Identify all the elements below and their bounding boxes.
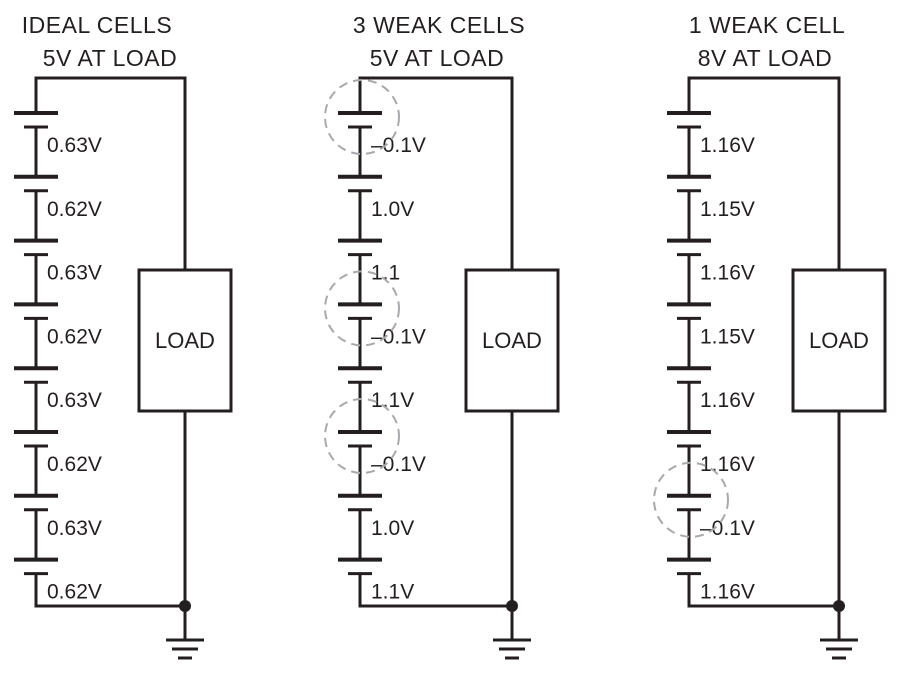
ground-symbol	[820, 606, 858, 660]
bottom-wire	[687, 573, 839, 608]
battery-cell: 1.15V	[667, 302, 755, 348]
battery-cell: 1.1V	[338, 366, 414, 412]
weak-cell-marker	[324, 270, 400, 347]
battery-cell: –0.1V	[324, 79, 426, 157]
battery-cell: 0.63V	[14, 111, 102, 157]
battery-cell: 0.62V	[14, 302, 102, 348]
panel-one-weak-cell: 1 WEAK CELL 8V AT LOAD 1.16V1.15V1.16V1.…	[653, 12, 887, 660]
cell-voltage-label: –0.1V	[700, 517, 755, 540]
cell-voltage-label: –0.1V	[371, 134, 426, 157]
weak-cell-marker	[324, 79, 400, 155]
load-label: LOAD	[482, 328, 542, 353]
battery-cell: 0.62V	[14, 430, 102, 476]
battery-cell: –0.1V	[324, 398, 426, 476]
battery-cell: 0.62V	[14, 174, 102, 221]
cell-voltage-label: 1.16V	[700, 389, 755, 412]
load-resistor-box	[791, 268, 887, 413]
battery-cell: 1.16V	[667, 366, 755, 412]
battery-cell: 1.0V	[338, 493, 414, 540]
cell-voltage-label: 1.15V	[700, 325, 755, 348]
load-label: LOAD	[809, 328, 869, 353]
panel-title-line2: 5V AT LOAD	[43, 45, 178, 71]
cell-voltage-label: –0.1V	[371, 325, 426, 348]
cell-voltage-label: 1.15V	[700, 198, 755, 221]
battery-cell: 1.1	[338, 238, 400, 285]
cell-voltage-label: 0.62V	[47, 581, 102, 604]
top-wire	[358, 76, 514, 270]
battery-cell: 1.1V	[338, 557, 414, 604]
battery-cell: 1.16V	[667, 111, 755, 157]
cell-voltage-label: 1.0V	[371, 198, 414, 221]
cell-voltage-label: 1.1	[371, 262, 400, 285]
panel-title-line2: 5V AT LOAD	[370, 45, 505, 71]
battery-cell: –0.1V	[324, 270, 426, 348]
battery-stack: –0.1V 1.0V 1.1 –0.1V 1.1V –0.1V 1.0V 1.1V	[324, 76, 531, 660]
battery-cell: 0.63V	[14, 238, 102, 285]
weak-cell-marker	[324, 398, 400, 474]
load-label: LOAD	[155, 328, 215, 353]
cell-voltage-label: 1.16V	[700, 581, 755, 604]
cell-voltage-label: 0.63V	[47, 134, 102, 157]
battery-cell: –0.1V	[653, 461, 755, 540]
load-resistor-box	[137, 268, 233, 413]
ground-symbol	[166, 606, 204, 660]
bottom-wire	[358, 573, 512, 608]
load-resistor-box	[464, 268, 560, 413]
panel-ideal-cells: IDEAL CELLS 5V AT LOAD 0.63V0.62V0.63V0.…	[14, 12, 233, 660]
cell-voltage-label: 0.63V	[47, 389, 102, 412]
cell-voltage-label: –0.1V	[371, 453, 426, 476]
cell-voltage-label: 0.63V	[47, 517, 102, 540]
cell-voltage-label: 0.62V	[47, 325, 102, 348]
cell-voltage-label: 0.62V	[47, 198, 102, 221]
top-wire	[687, 76, 841, 270]
battery-cell: 0.63V	[14, 493, 102, 540]
top-wire	[34, 76, 187, 270]
cell-voltage-label: 1.16V	[700, 453, 755, 476]
cell-voltage-label: 1.0V	[371, 517, 414, 540]
battery-cell: 1.16V	[667, 238, 755, 285]
battery-cell: 1.15V	[667, 174, 755, 221]
battery-cell: 0.62V	[14, 557, 102, 604]
cell-voltage-label: 1.1V	[371, 581, 414, 604]
battery-stack: 0.63V 0.62V 0.63V 0.62V 0.63V 0.62V 0.63V 0.62V	[14, 76, 204, 660]
cell-voltage-label: 1.16V	[700, 134, 755, 157]
panel-title-line1: IDEAL CELLS	[22, 12, 172, 38]
panel-three-weak-cells: 3 WEAK CELLS 5V AT LOAD –0.1V1.0V1.1–0.1…	[324, 12, 560, 660]
cell-voltage-label: 1.1V	[371, 389, 414, 412]
cell-voltage-label: 0.63V	[47, 262, 102, 285]
battery-stack: 1.16V 1.15V 1.16V 1.15V 1.16V 1.16V –0.1V 1.16V	[653, 76, 858, 660]
battery-cell: 1.0V	[338, 174, 414, 221]
ground-symbol	[493, 606, 531, 660]
panel-title-line1: 3 WEAK CELLS	[353, 12, 525, 38]
bottom-wire	[34, 573, 185, 608]
panel-title-line2: 8V AT LOAD	[698, 45, 833, 71]
battery-cell: 1.16V	[667, 557, 755, 604]
panel-title-line1: 1 WEAK CELL	[689, 12, 845, 38]
weak-cell-marker	[653, 461, 729, 538]
battery-cell: 0.63V	[14, 366, 102, 412]
cell-voltage-label: 1.16V	[700, 262, 755, 285]
cell-voltage-label: 0.62V	[47, 453, 102, 476]
